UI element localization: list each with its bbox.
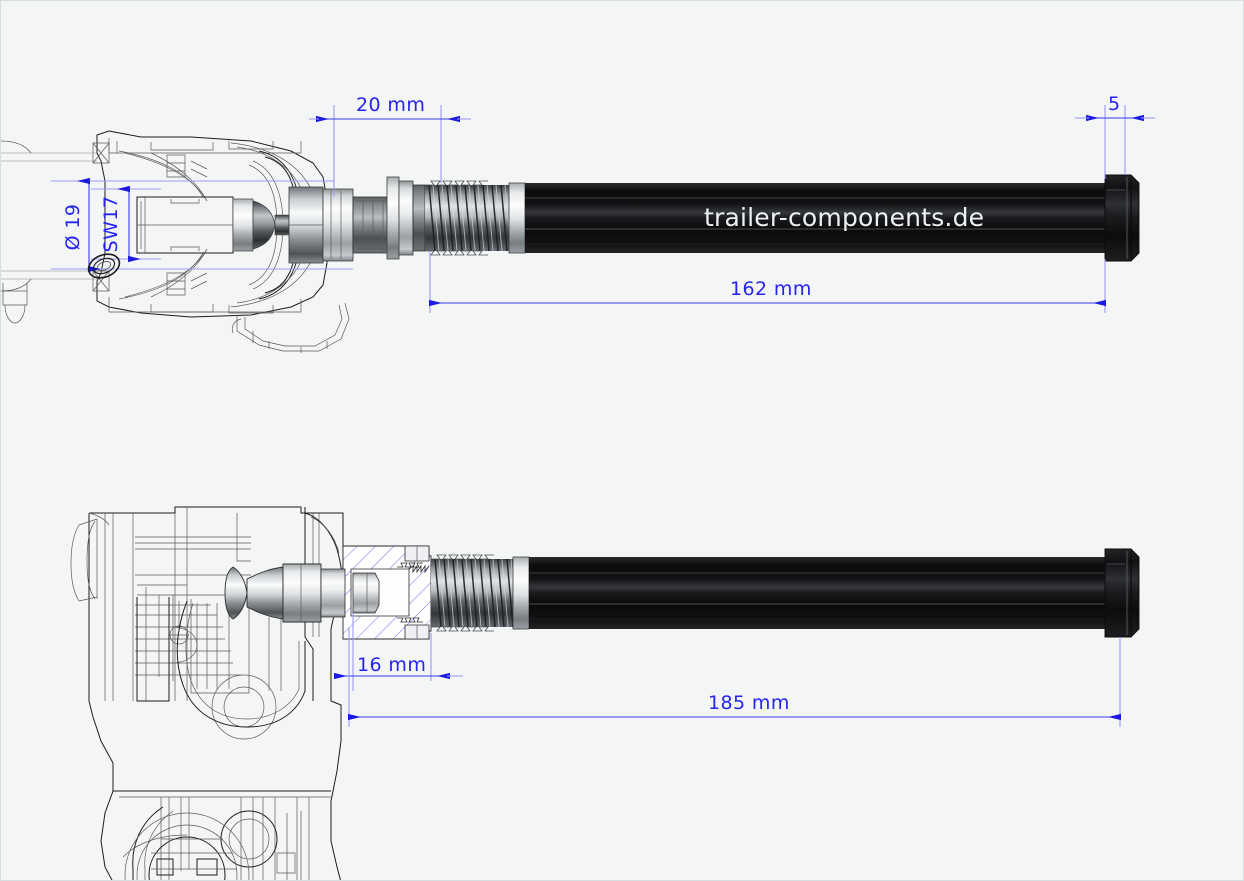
dimension-5-label: 5 (1108, 93, 1121, 115)
side-view: 16 mm 185 mm (70, 506, 1140, 880)
dimension-5: 5 (1075, 93, 1155, 179)
dimension-162mm-label: 162 mm (730, 278, 812, 300)
washer-grommet-icon (87, 253, 121, 279)
dimension-16mm: 16 mm (333, 613, 463, 691)
dimension-185mm: 185 mm (347, 627, 1122, 727)
dimension-dia19-label: Ø 19 (62, 204, 84, 251)
dimension-dia19: Ø 19 (51, 177, 105, 273)
dimension-20mm-label: 20 mm (356, 94, 425, 116)
dimension-sw17: SW17 (91, 185, 161, 263)
thru-axle-top: trailer-components.de (386, 174, 1140, 262)
thru-axle-side (224, 548, 1140, 638)
dimension-185mm-label: 185 mm (708, 692, 790, 714)
dimension-20mm: 20 mm (105, 94, 471, 270)
top-view: trailer-components.de 20 mm (1, 93, 1155, 353)
hitch-coupling-side (70, 506, 344, 880)
dimension-16mm-label: 16 mm (357, 654, 426, 676)
dimension-162mm: 162 mm (428, 251, 1107, 313)
hitch-coupling-top (1, 130, 392, 353)
section-cut-housing (342, 545, 432, 640)
dimension-sw17-label: SW17 (100, 196, 122, 253)
watermark-text: trailer-components.de (704, 203, 984, 232)
